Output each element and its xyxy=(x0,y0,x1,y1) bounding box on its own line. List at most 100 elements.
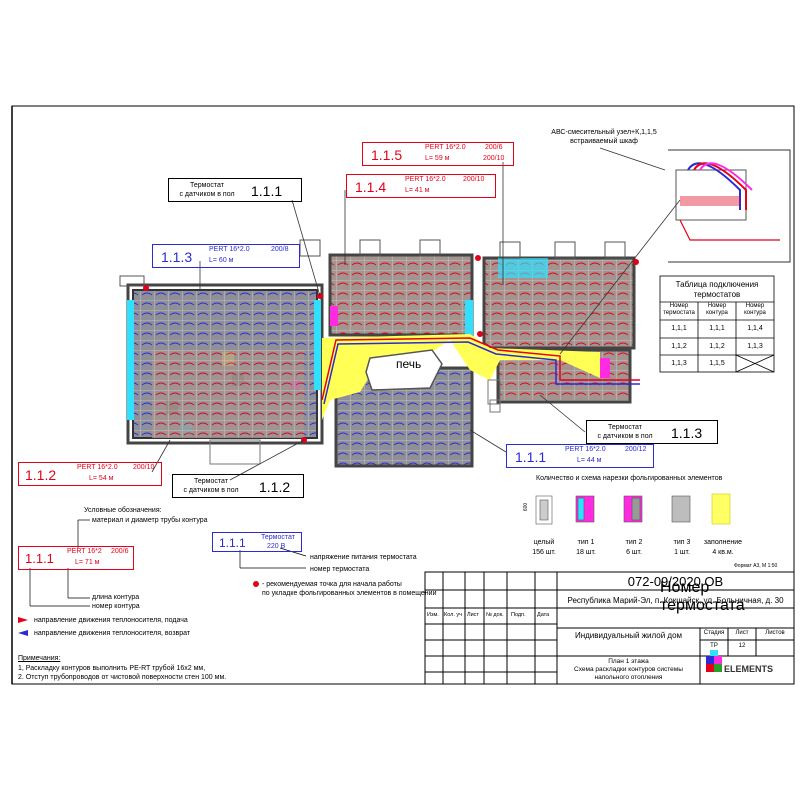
table-cell: 1,1,5 xyxy=(709,360,725,367)
table-cell: 1,1,2 xyxy=(709,343,725,350)
zone-id: 1.1.3 xyxy=(161,249,193,265)
drawing-code: 072-09/2020 ОВ xyxy=(627,574,724,589)
foil-dim-label: 600 xyxy=(523,502,530,512)
format-label: Формат А3, М 1:50 xyxy=(734,563,778,569)
zone-label-1-1-3: 1.1.3 PERT 16*2.0 200/8 L= 60 м xyxy=(152,244,300,268)
table-header-cell: Номер термостата xyxy=(663,303,695,316)
connection-table-header-1: Номер термостата xyxy=(660,579,745,614)
legend-length-label: длина контура xyxy=(92,594,140,601)
zone-pipe: PERT 16*2.0 xyxy=(405,176,446,183)
legend-sample-thermostat: 1.1.1 Термостат 220 В xyxy=(212,532,302,552)
legend-start-point-label: - рекомендуемая точка для начала работы … xyxy=(262,581,437,597)
stage-header: Стадия xyxy=(703,630,725,636)
legend-material-label: материал и диаметр трубы контура xyxy=(92,517,208,524)
thermostat-label-1-1-3: Термостат с датчиком в пол 1.1.3 xyxy=(586,420,718,444)
thermostat-id: 1.1.3 xyxy=(671,425,703,441)
zone-length: L= 54 м xyxy=(89,475,114,482)
table-cell: 1,1,3 xyxy=(671,360,687,367)
table-cell: 1,1,1 xyxy=(709,325,725,332)
zone-length: L= 41 м xyxy=(405,187,430,194)
stove: печь xyxy=(365,349,443,391)
foil-item-name: целый xyxy=(533,539,555,546)
stage-value: ТР xyxy=(710,643,718,649)
thermostat-id: 1.1.1 xyxy=(219,536,246,550)
zone-length: L= 59 м xyxy=(425,155,450,162)
zone-spacing: 200/6 xyxy=(485,144,503,151)
table-cell: 1,1,1 xyxy=(671,325,687,332)
notes-line: 2. Отступ трубопроводов от чистовой пове… xyxy=(18,674,227,681)
legend-title: Условные обозначения: xyxy=(84,507,162,514)
thermostat-caption: Термостат с датчиком в пол xyxy=(179,182,235,198)
header-cell: Подп. xyxy=(511,612,526,618)
legend-supply-label: направление движения теплоносителя, пода… xyxy=(34,617,188,624)
connection-table-frame xyxy=(659,275,775,373)
leader-lines xyxy=(151,162,586,481)
sheets-header: Листов xyxy=(765,630,785,636)
zone-pipe: PERT 16*2 xyxy=(67,548,102,555)
thermostat-caption: Термостат с датчиком в пол xyxy=(183,478,239,494)
table-header-cell: Номер контура xyxy=(744,303,766,316)
logo-text: ELEMENTS xyxy=(724,664,774,674)
foil-item-qty: 6 шт. xyxy=(626,549,642,556)
zone-label-1-1-2: 1.1.2 PERT 16*2.0 200/10 L= 54 м xyxy=(18,462,162,486)
zone-spacing: 200/12 xyxy=(625,446,647,453)
foil-section-title: Количество и схема нарезки фольгированны… xyxy=(536,475,723,482)
legend-leaders xyxy=(29,519,307,607)
sheet-header: Лист xyxy=(735,630,749,636)
zone-id: 1.1.5 xyxy=(371,147,403,163)
elements-logo-icon xyxy=(706,650,722,672)
foil-item-qty: 156 шт. xyxy=(532,549,556,556)
thermostat-label-1-1-2: Термостат с датчиком в пол 1.1.2 xyxy=(172,474,304,498)
project-name: Индивидуальный жилой дом xyxy=(574,631,683,640)
thermostat-caption: Термостат xyxy=(261,534,295,541)
header-cell: Кол. уч xyxy=(444,612,463,618)
notes-title: Примечания: xyxy=(18,655,61,662)
zone-label-1-1-1: 1.1.1 PERT 16*2.0 200/12 L= 44 м xyxy=(506,444,654,468)
zone-label-1-1-5: 1.1.5 PERT 16*2.0 200/6 L= 59 м 200/10 xyxy=(362,142,514,166)
legend-number-label: номер контура xyxy=(92,603,140,610)
zone-pipe: PERT 16*2.0 xyxy=(425,144,466,151)
zone-pipe: PERT 16*2.0 xyxy=(209,246,250,253)
drawing-title: План 1 этажа Схема раскладки контуров си… xyxy=(574,658,683,681)
room-1-1-2 xyxy=(152,350,304,438)
thermostat-voltage: 220 В xyxy=(267,543,286,550)
header-cell: Лист xyxy=(467,612,479,618)
address: Республика Марий-Эл, п. Кокшайск, ул. Бо… xyxy=(567,596,784,605)
zone-length: L= 71 м xyxy=(75,559,100,566)
zone-label-1-1-4: 1.1.4 PERT 16*2.0 200/10 L= 41 м xyxy=(346,174,496,198)
zone-length: L= 60 м xyxy=(209,257,234,264)
foil-item-name: тип 1 xyxy=(577,539,595,546)
thermostat-label-1-1-1: Термостат с датчиком в пол 1.1.1 xyxy=(168,178,302,202)
zone-length: L= 44 м xyxy=(577,457,602,464)
zone-spacing: 200/6 xyxy=(111,548,129,555)
foil-item-name: заполнение xyxy=(703,539,743,546)
svg-text:печь: печь xyxy=(396,357,421,371)
header-cell: Изм. xyxy=(427,612,439,618)
legend-therm-number-label: номер термостата xyxy=(310,566,370,573)
foil-item-qty: 1 шт. xyxy=(674,549,690,556)
connection-table-title: Таблица подключения термостатов xyxy=(675,280,759,299)
legend-return-label: направление движения теплоносителя, возв… xyxy=(34,630,191,637)
foil-item-name: тип 3 xyxy=(673,539,691,546)
table-cell: 1,1,3 xyxy=(747,343,763,350)
zone-id: 1.1.1 xyxy=(515,449,547,465)
header-cell: № док. xyxy=(486,612,504,618)
room-1-1-5 xyxy=(482,256,636,350)
zone-id: 1.1.2 xyxy=(25,467,57,483)
zone-spacing: 200/10 xyxy=(133,464,155,471)
zone-spacing: 200/10 xyxy=(463,176,485,183)
zone-spacing-2: 200/10 xyxy=(483,155,505,162)
mixing-unit-label: АВС-смесительный узел+К,1,1,5 встраиваем… xyxy=(551,129,657,145)
zone-pipe: PERT 16*2.0 xyxy=(565,446,606,453)
zone-id: 1.1.4 xyxy=(355,179,387,195)
thermostat-caption: Термостат с датчиком в пол xyxy=(597,424,653,440)
mixing-unit-detail xyxy=(559,147,791,355)
legend-voltage-label: напряжение питания термостата xyxy=(310,554,417,561)
zone-spacing: 200/8 xyxy=(271,246,289,253)
room-1-1-4 xyxy=(328,253,474,340)
notes-line: 1, Раскладку контуров выполнить PE-RT тр… xyxy=(18,665,206,672)
header-cell: Дата xyxy=(537,612,550,618)
thermostat-id: 1.1.2 xyxy=(259,479,291,495)
